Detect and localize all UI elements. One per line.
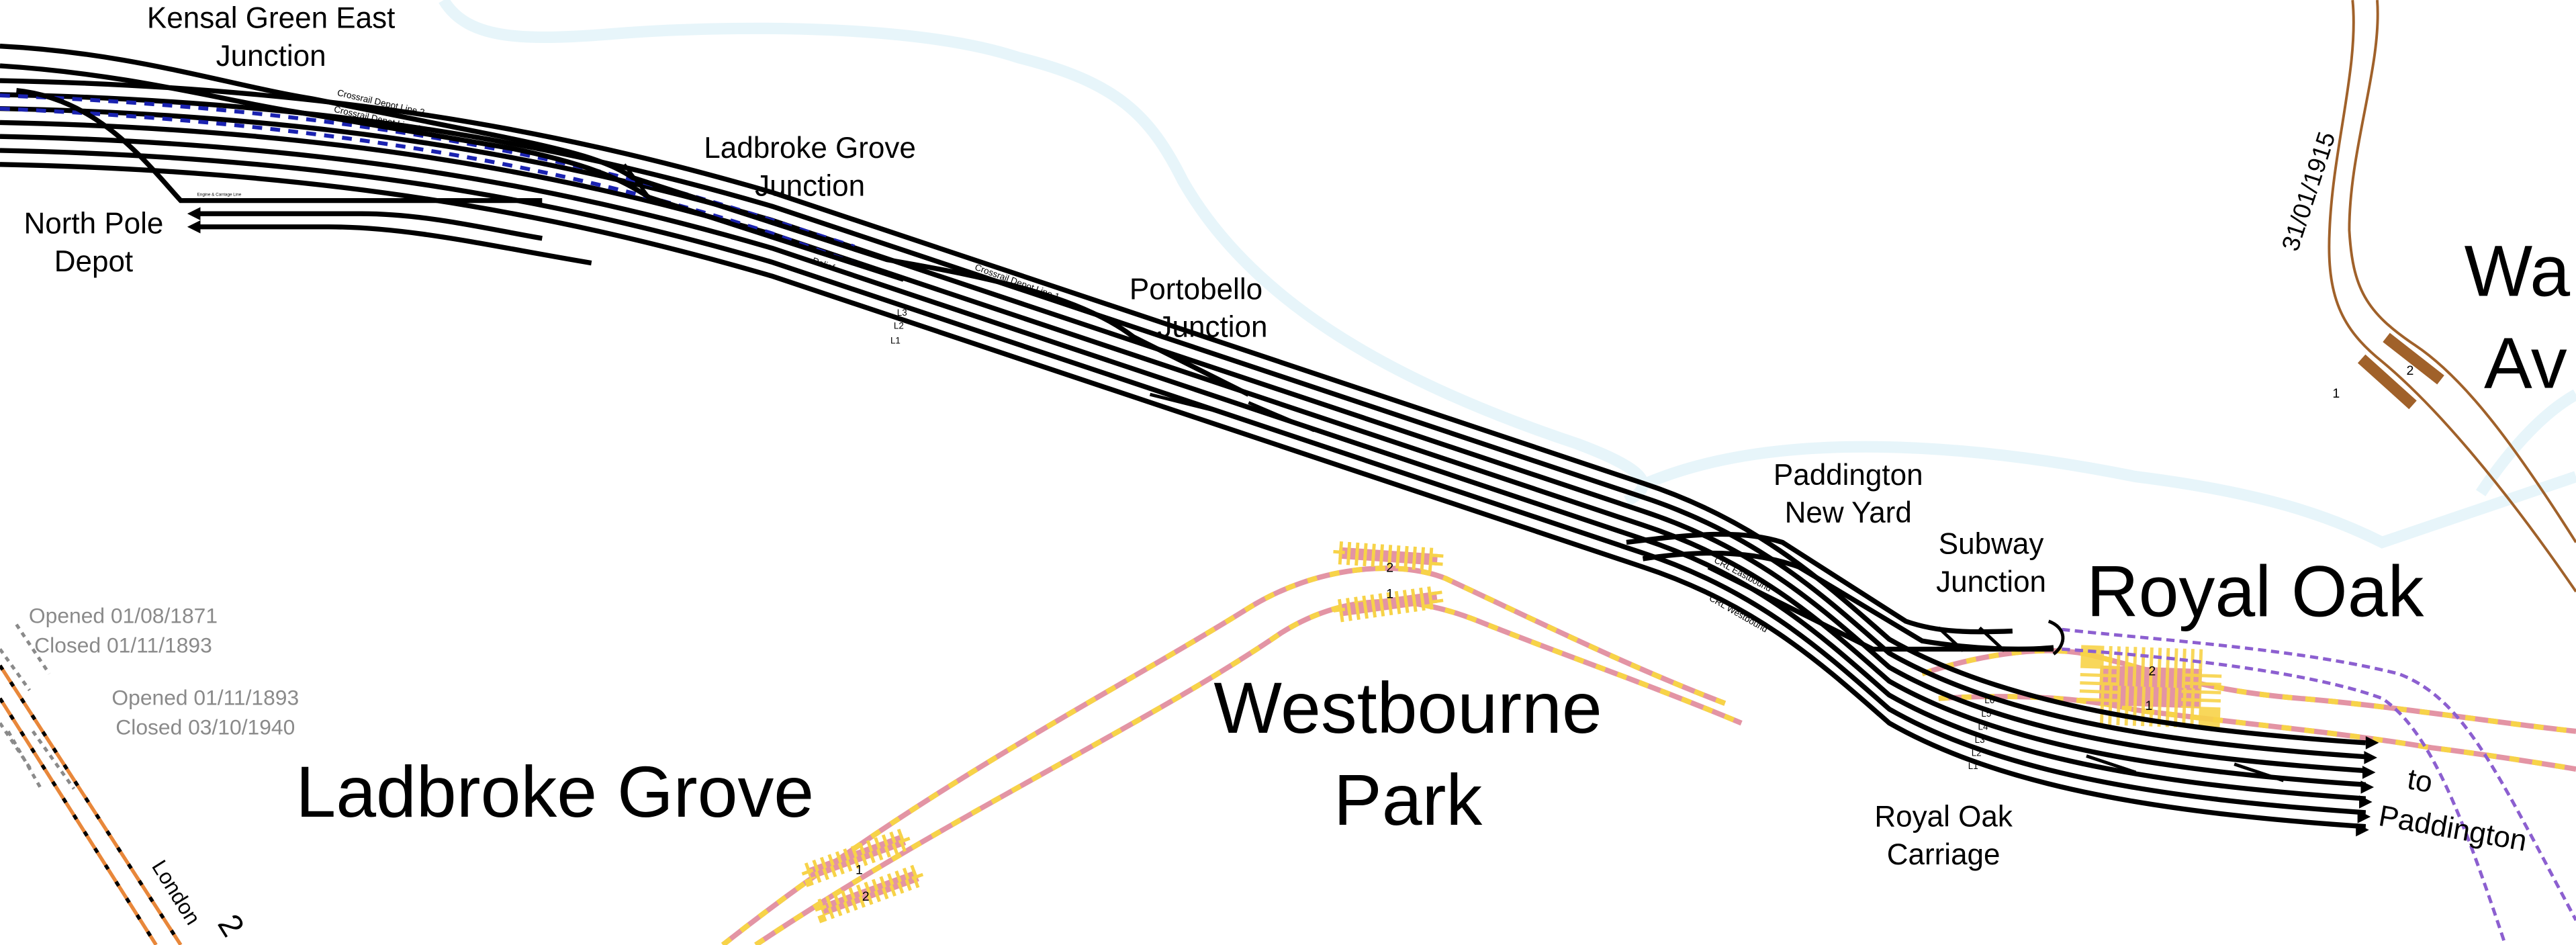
- platform-royal-oak: [2078, 645, 2223, 729]
- to-paddington-line1: to: [2405, 762, 2435, 799]
- platform-ladbroke-1: [798, 826, 914, 887]
- platform-number: 2: [2406, 363, 2413, 378]
- platform-number: 1: [2145, 699, 2152, 713]
- label-l2: L2: [894, 320, 904, 330]
- platform-number: 1: [856, 863, 863, 878]
- opened-1893: Opened 01/11/1893: [111, 686, 299, 710]
- closed-1893: Closed 01/11/1893: [34, 633, 212, 657]
- platform-2-warwick: [2383, 332, 2444, 385]
- north-pole-depot-line2: Depot: [54, 245, 133, 278]
- station-labels: Ladbroke Grove Westbourne Park Royal Oak…: [295, 231, 2570, 841]
- label-r-l3: L3: [1975, 735, 1985, 745]
- label-r-l2: L2: [1972, 748, 1982, 758]
- subway-junction-line2: Junction: [1936, 566, 2046, 598]
- platform-number: 2: [2148, 664, 2156, 679]
- label-r-l1: L1: [1968, 761, 1978, 771]
- royal-oak-carriage-line1: Royal Oak: [1874, 801, 2013, 834]
- station-warwick-avenue-line2: Av: [2484, 323, 2567, 404]
- junction-labels: Kensal Green East Junction Ladbroke Grov…: [24, 2, 2529, 871]
- platform-number: 1: [1386, 587, 1393, 602]
- portobello-junction-line2: Junction: [1157, 311, 1267, 344]
- label-l1: L1: [890, 335, 901, 345]
- to-paddington-line2: Paddington: [2377, 799, 2530, 858]
- station-ladbroke-grove: Ladbroke Grove: [295, 752, 814, 832]
- bakerloo-line: [2328, 0, 2576, 592]
- station-warwick-avenue-line1: Wa: [2465, 231, 2571, 312]
- label-r-l5: L5: [1981, 709, 1991, 719]
- platform-westbourne-2: [1332, 541, 1444, 572]
- platform-ladbroke-2: [812, 862, 927, 924]
- platform-numbers: 2 1 1 2 2 1 1 2: [856, 363, 2413, 904]
- label-l3: L3: [897, 308, 907, 318]
- royal-oak-carriage-line2: Carriage: [1887, 838, 2000, 871]
- ladbroke-grove-junction-line2: Junction: [755, 169, 865, 202]
- paddington-new-yard-line1: Paddington: [1774, 459, 1923, 492]
- label-r-l4: L4: [1978, 721, 1988, 731]
- main-tracks: [0, 43, 2379, 837]
- waterway: [439, 0, 2576, 549]
- station-westbourne-park-line2: Park: [1334, 760, 1482, 840]
- paddington-new-yard-line2: New Yard: [1785, 496, 1912, 529]
- elizabeth-line: [2062, 627, 2576, 945]
- closed-1940: Closed 03/10/1940: [116, 715, 295, 739]
- label-cut-number: 2: [211, 908, 251, 943]
- direction-arrows: [187, 207, 2379, 837]
- label-crl-westbound: CRL Westbound: [1708, 593, 1769, 635]
- date-1915: 31/01/1915: [2276, 128, 2341, 254]
- station-westbourne-park-line1: Westbourne: [1213, 668, 1602, 748]
- label-engine-carriage-line: Engine & Carriage Line: [197, 192, 242, 197]
- platform-number: 2: [1386, 561, 1393, 576]
- label-r-l6: L6: [1984, 695, 1994, 705]
- portobello-junction-line1: Portobello: [1130, 273, 1262, 306]
- platform-number: 1: [2332, 386, 2340, 401]
- kensal-green-east-junction-line1: Kensal Green East: [147, 2, 395, 35]
- north-pole-depot-line1: North Pole: [24, 208, 163, 240]
- platform-number: 2: [862, 889, 870, 904]
- overground-line: [0, 623, 183, 945]
- subway-junction-line1: Subway: [1939, 528, 2044, 561]
- label-london: London: [147, 856, 205, 929]
- station-royal-oak: Royal Oak: [2086, 551, 2424, 632]
- ladbroke-grove-junction-line1: Ladbroke Grove: [704, 132, 916, 165]
- kensal-green-east-junction-line2: Junction: [216, 40, 326, 73]
- opened-1871: Opened 01/08/1871: [29, 603, 218, 627]
- platform-1-warwick: [2357, 354, 2417, 410]
